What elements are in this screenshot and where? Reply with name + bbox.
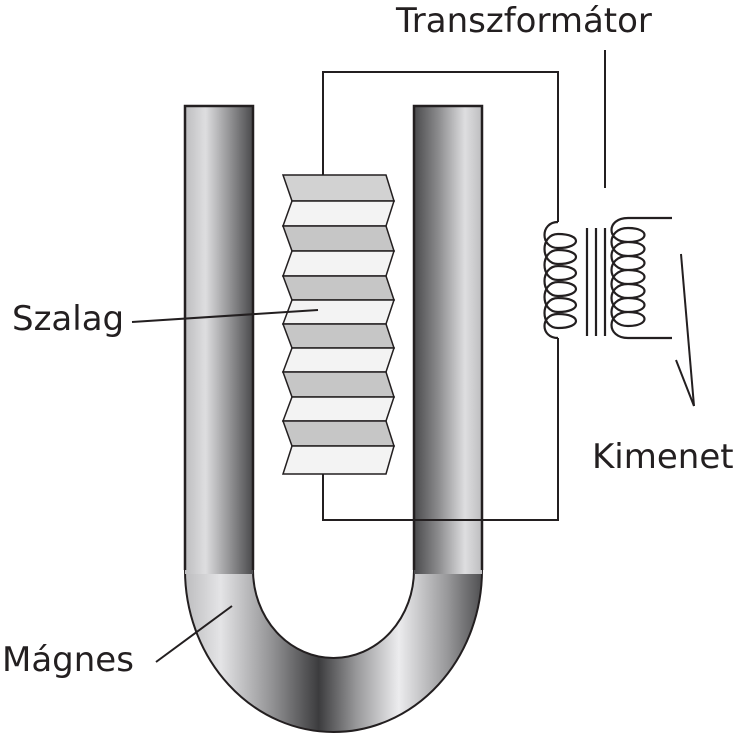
ribbon-label: Szalag xyxy=(12,299,125,339)
ribbon-fold xyxy=(281,275,396,301)
secondary-coil xyxy=(610,216,672,340)
ribbon-fold xyxy=(281,420,396,447)
ribbon-fold xyxy=(281,445,395,475)
primary-coil xyxy=(543,220,578,340)
transformer-label: Transzformátor xyxy=(396,1,652,41)
ribbon-fold xyxy=(281,396,396,422)
output-label: Kimenet xyxy=(592,437,734,477)
ribbon xyxy=(281,174,396,475)
magnet-bottom-curve xyxy=(183,569,484,733)
circuit-wire xyxy=(322,71,559,521)
ribbon-fold xyxy=(281,371,396,398)
transformer xyxy=(543,216,672,340)
leader-lines xyxy=(131,50,606,663)
ribbon-fold xyxy=(281,323,396,349)
magnet-outline xyxy=(183,104,484,570)
magnet-leader-line xyxy=(155,605,233,663)
magnet-right-arm xyxy=(414,106,482,574)
ribbon-fold xyxy=(281,250,396,277)
magnet-left-arm xyxy=(185,106,253,574)
ribbon-leader-line xyxy=(131,309,319,323)
ribbon-fold xyxy=(281,225,396,252)
output-lead xyxy=(680,253,695,407)
ribbon-fold xyxy=(281,200,396,227)
magnet-label: Mágnes xyxy=(2,640,134,680)
output-leads xyxy=(675,253,695,407)
magnet xyxy=(183,104,484,733)
ribbon-fold xyxy=(281,347,396,373)
output-lead xyxy=(675,359,695,407)
ribbon-fold xyxy=(281,174,396,202)
